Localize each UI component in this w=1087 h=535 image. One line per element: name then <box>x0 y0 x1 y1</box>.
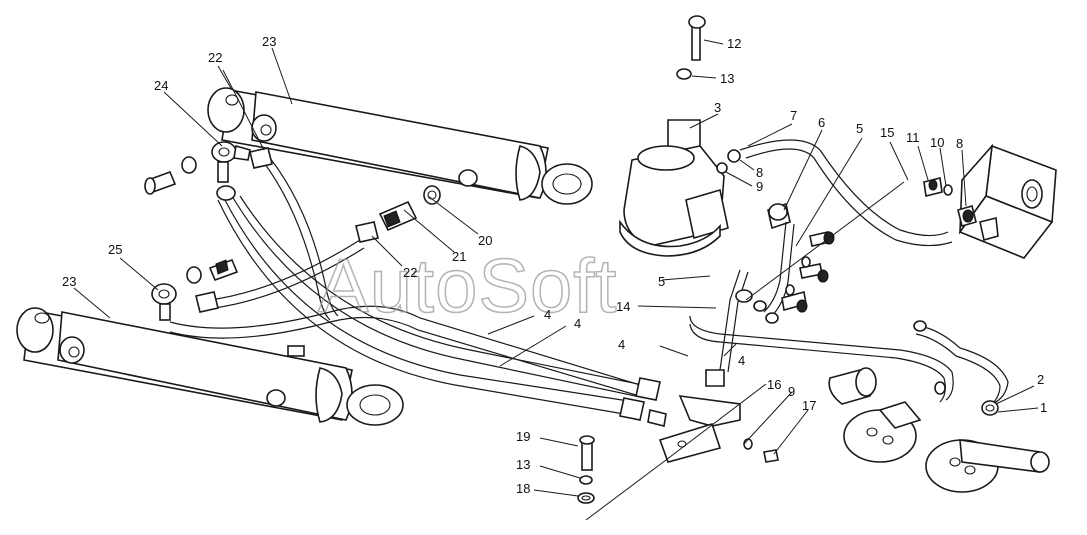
label-14: 14 <box>616 299 630 314</box>
label-4c: 4 <box>618 337 625 352</box>
label-22a: 22 <box>208 50 222 65</box>
label-23a: 23 <box>262 34 276 49</box>
steering-wheel-pipes <box>689 315 1009 416</box>
label-2: 2 <box>1037 372 1044 387</box>
pipe-lines-upper <box>195 147 379 321</box>
label-4d: 4 <box>738 353 745 368</box>
label-23b: 23 <box>62 274 76 289</box>
banjo-fitting-lower <box>151 258 239 321</box>
label-13a: 13 <box>720 71 734 86</box>
label-4a: 4 <box>544 307 551 322</box>
small-bolts-right <box>735 231 835 324</box>
label-7: 7 <box>790 108 797 123</box>
label-13b: 13 <box>516 457 530 472</box>
label-11: 11 <box>906 130 920 145</box>
label-6: 6 <box>818 115 825 130</box>
hydraulic-distributor-block <box>923 143 1057 259</box>
label-1: 1 <box>1040 400 1047 415</box>
parallel-high-pressure-hoses <box>169 195 661 421</box>
adapter-fitting <box>378 185 441 232</box>
watermark-text: AutoSoft <box>318 244 618 329</box>
label-17: 17 <box>802 398 816 413</box>
label-9a: 9 <box>756 179 763 194</box>
label-24: 24 <box>154 78 168 93</box>
lower-hydraulic-cylinder <box>16 307 404 426</box>
label-3: 3 <box>714 100 721 115</box>
return-hoses <box>705 139 953 387</box>
label-20: 20 <box>478 233 492 248</box>
label-22b: 22 <box>403 265 417 280</box>
steering-control-unit <box>619 15 791 257</box>
distribution-block <box>647 395 741 463</box>
label-5b: 5 <box>658 274 665 289</box>
label-8a: 8 <box>756 165 763 180</box>
banjo-fitting-upper <box>144 141 251 201</box>
label-5a: 5 <box>856 121 863 136</box>
upper-hydraulic-cylinder <box>207 87 593 205</box>
label-4b: 4 <box>574 316 581 331</box>
label-19: 19 <box>516 429 530 444</box>
label-8b: 8 <box>956 136 963 151</box>
label-9b: 9 <box>788 384 795 399</box>
label-25: 25 <box>108 242 122 257</box>
label-16: 16 <box>767 377 781 392</box>
hydraulic-motor-couplings <box>828 367 1050 493</box>
label-18: 18 <box>516 481 530 496</box>
leader-lines <box>73 39 1039 521</box>
part-number-labels: 1 2 3 4 4 4 4 5 5 6 7 8 8 9 9 10 11 12 1… <box>62 34 1047 496</box>
label-12: 12 <box>727 36 741 51</box>
label-10: 10 <box>930 135 944 150</box>
label-15: 15 <box>880 125 894 140</box>
label-21: 21 <box>452 249 466 264</box>
